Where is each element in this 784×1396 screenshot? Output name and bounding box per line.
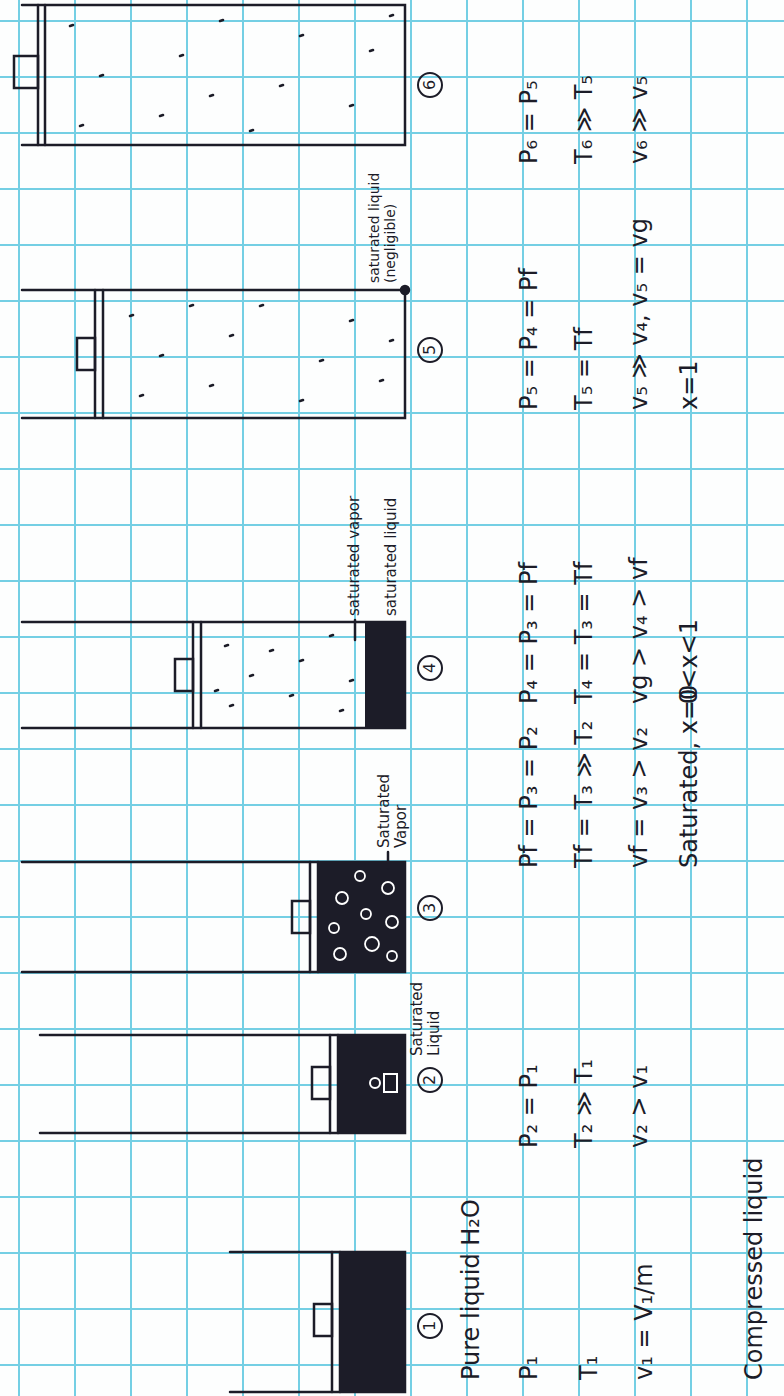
state-note: v₆ ≫ v₅ xyxy=(626,76,654,164)
state-note: Pure liquid H₂O xyxy=(458,1199,486,1380)
state-note: 0<x<1 xyxy=(676,619,704,704)
step-number: 6 xyxy=(417,72,443,98)
step-number: 1 xyxy=(417,1313,443,1339)
state-note: vf = v₃ > v₂ xyxy=(626,727,654,868)
state-note: T₂ ≫ T₁ xyxy=(571,1059,599,1148)
step-number: 5 xyxy=(417,337,443,363)
state-note: Pf = P₃ = P₂ xyxy=(516,726,544,868)
state-note: T₄ = T₃ = Tf xyxy=(571,562,599,704)
state-note: vg > v₄ > vf xyxy=(626,557,654,704)
callout-label: Saturated Vapor xyxy=(376,748,411,848)
state-note: v₁ = V₁/m xyxy=(631,1263,659,1380)
step-number: 2 xyxy=(417,1067,443,1093)
step-number: 4 xyxy=(417,655,443,681)
state-note: P₂ = P₁ xyxy=(516,1064,544,1148)
state-note: v₂ > v₁ xyxy=(626,1065,654,1148)
state-note: x=1 xyxy=(676,360,704,410)
callout-label: saturated vapor xyxy=(346,496,363,616)
state-note: Tf = T₃ ≫ T₂ xyxy=(571,721,599,868)
state-note: T₆ ≫ T₅ xyxy=(571,75,599,164)
state-note: T₅ = Tf xyxy=(571,327,599,410)
state-note: P₁ xyxy=(516,1356,544,1380)
state-note: P₆ = P₅ xyxy=(516,80,544,164)
state-note: Saturated, x=0 xyxy=(676,685,704,868)
state-note: Compressed liquid xyxy=(741,1158,769,1380)
state-note: T₁ xyxy=(576,1356,604,1380)
step-number: 3 xyxy=(417,895,443,921)
callout-label: Saturated Liquid xyxy=(409,974,444,1056)
callout-label: saturated liquid (negligible) xyxy=(366,147,398,283)
state-note: P₄ = P₃ = Pf xyxy=(516,562,544,704)
state-note: v₅ ≫ v₄, v₅ = vg xyxy=(626,218,654,410)
callout-label: saturated liquid xyxy=(383,498,400,616)
state-note: P₅ = P₄ = Pf xyxy=(516,268,544,410)
